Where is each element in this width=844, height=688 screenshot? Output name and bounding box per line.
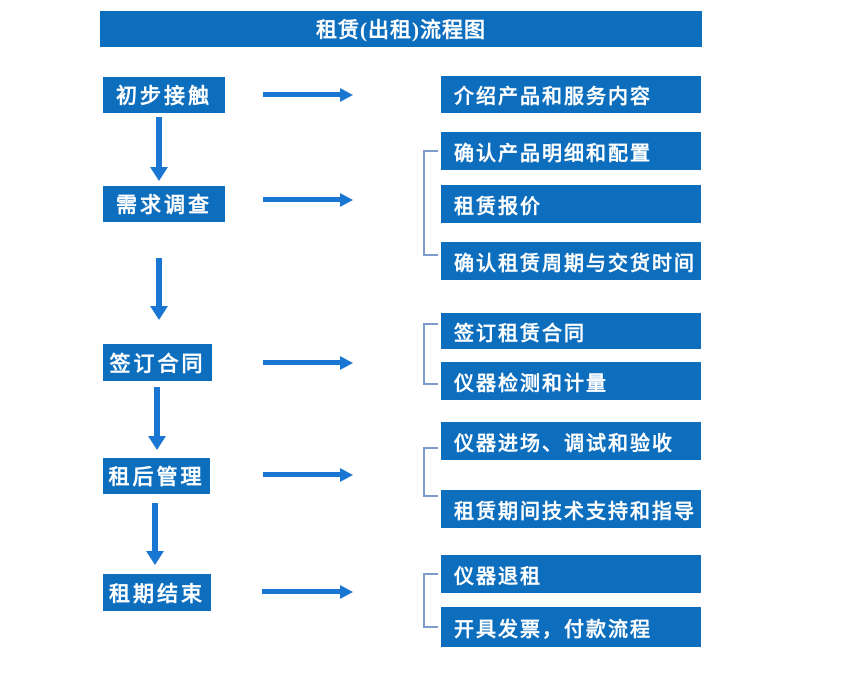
detail-label: 确认租赁周期与交货时间 <box>454 252 696 275</box>
arrow-down-icon-3 <box>154 387 160 436</box>
step-label: 初步接触 <box>116 84 212 108</box>
arrow-down-icon-1 <box>156 117 162 167</box>
step-label: 租后管理 <box>108 465 205 489</box>
detail-label: 签订租赁合同 <box>454 322 586 345</box>
arrow-right-icon-1 <box>263 92 340 97</box>
detail-box-instrument-return: 仪器退租 <box>441 555 701 593</box>
arrow-down-icon-4 <box>152 503 158 551</box>
detail-label: 租赁报价 <box>454 195 542 218</box>
arrow-right-icon-5 <box>262 589 340 594</box>
bracket-group-4 <box>423 447 438 497</box>
detail-label: 开具发票，付款流程 <box>454 618 652 641</box>
title-bar: 租赁(出租)流程图 <box>100 11 702 47</box>
detail-label: 仪器检测和计量 <box>454 372 608 395</box>
arrow-right-icon-2 <box>263 197 340 202</box>
detail-label: 租赁期间技术支持和指导 <box>454 500 696 523</box>
arrow-down-icon-2 <box>156 258 162 306</box>
detail-label: 介绍产品和服务内容 <box>454 86 652 108</box>
step-box-sign-contract: 签订合同 <box>103 344 212 381</box>
detail-box-invoice-payment: 开具发票，付款流程 <box>441 607 701 647</box>
bracket-group-5 <box>423 573 438 628</box>
page-title: 租赁(出租)流程图 <box>316 18 486 42</box>
bracket-group-3 <box>423 323 438 385</box>
arrow-right-icon-4 <box>263 472 340 477</box>
step-label: 租期结束 <box>109 581 205 606</box>
detail-box-sign-rental-contract: 签订租赁合同 <box>441 313 701 349</box>
step-box-initial-contact: 初步接触 <box>103 77 225 113</box>
detail-box-confirm-product-details: 确认产品明细和配置 <box>441 132 701 170</box>
detail-label: 仪器进场、调试和验收 <box>454 432 674 455</box>
detail-label: 仪器退租 <box>454 565 542 588</box>
detail-box-rental-tech-support: 租赁期间技术支持和指导 <box>441 490 701 528</box>
step-label: 需求调查 <box>116 193 212 217</box>
detail-box-instrument-testing-metering: 仪器检测和计量 <box>441 362 701 400</box>
step-label: 签订合同 <box>109 351 206 376</box>
detail-box-instrument-setup-acceptance: 仪器进场、调试和验收 <box>441 422 701 460</box>
step-box-rental-period-end: 租期结束 <box>103 574 211 611</box>
step-box-post-rental-management: 租后管理 <box>103 458 210 494</box>
detail-box-rental-quote: 租赁报价 <box>441 185 701 223</box>
bracket-group-2 <box>423 150 438 256</box>
step-box-demand-survey: 需求调查 <box>103 186 225 222</box>
arrow-right-icon-3 <box>263 360 340 365</box>
detail-box-intro-products-services: 介绍产品和服务内容 <box>441 76 701 113</box>
detail-label: 确认产品明细和配置 <box>454 142 652 165</box>
detail-box-confirm-rental-period-delivery: 确认租赁周期与交货时间 <box>441 242 701 280</box>
